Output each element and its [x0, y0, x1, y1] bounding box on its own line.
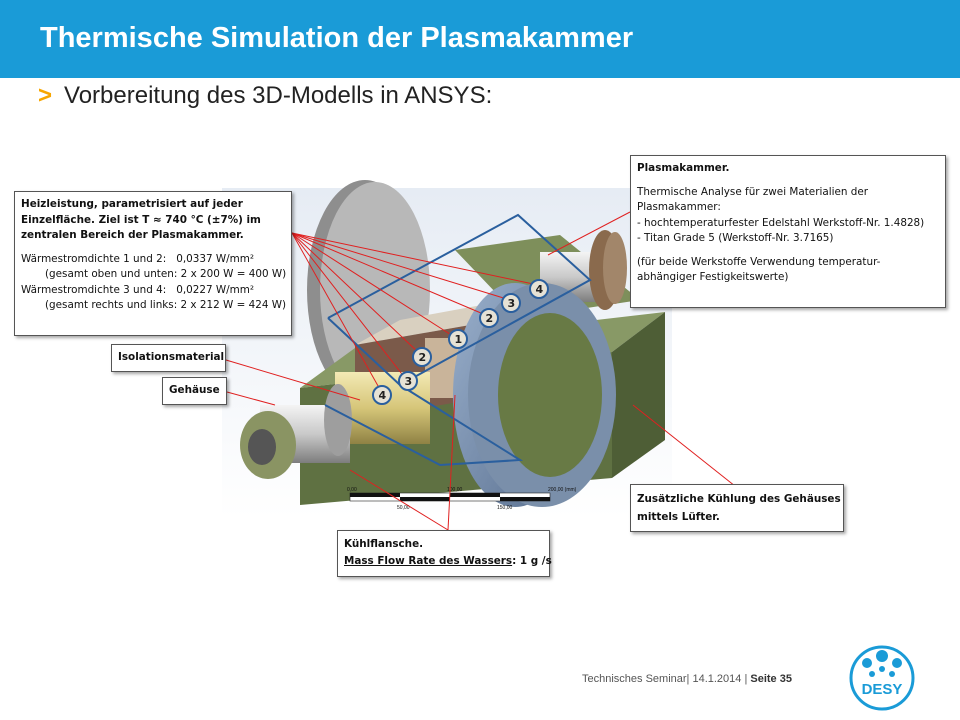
scale-seg-2: [400, 497, 450, 501]
heat-line-1: Heizleistung, parametrisiert auf jeder: [21, 198, 243, 210]
heat-line-2: Einzelfläche. Ziel ist T ≈ 740 °C (±7%) …: [21, 213, 261, 226]
leader-lines: [225, 211, 741, 531]
plasma-line-4: - hochtemperaturfester Edelstahl Werksto…: [637, 216, 925, 229]
plasma-line-1: Plasmakammer.: [637, 162, 730, 174]
marker-4-lower-label: 4: [379, 389, 387, 402]
scale-seg-1: [350, 493, 400, 497]
marker-4-lower: 4: [372, 385, 392, 405]
callout-heat-power: Heizleistung, parametrisiert auf jeder E…: [14, 191, 292, 336]
bullet-text: Vorbereitung des 3D-Modells in ANSYS:: [64, 82, 493, 109]
callout-plasma-chamber: Plasmakammer. Thermische Analyse für zwe…: [630, 155, 946, 308]
heat-line-6-label: Wärmestromdichte 3 und 4:: [21, 283, 167, 296]
insulation-label: Isolationsmaterial: [118, 351, 225, 363]
marker-2-upper-label: 2: [486, 312, 494, 325]
heat-line-6: Wärmestromdichte 3 und 4: 0,0227 W/mm²: [21, 283, 285, 299]
front-ring-window: [498, 313, 602, 477]
marker-3-upper-label: 3: [508, 297, 516, 310]
desy-logo: DESY: [849, 645, 915, 711]
footer: Technisches Seminar| 14.1.2014 | Seite 3…: [582, 673, 792, 685]
heat-line-5: (gesamt oben und unten: 2 x 200 W = 400 …: [45, 268, 287, 280]
flange-line-1: Kühlflansche.: [344, 538, 424, 550]
heat-line-6-value: 0,0227 W/mm²: [176, 283, 255, 296]
header-bar: [0, 0, 960, 78]
plasma-spacer-1: [637, 177, 939, 185]
marker-3-lower: 3: [398, 371, 418, 391]
scale-label-150: 150,00: [497, 505, 513, 511]
marker-4-upper-label: 4: [536, 283, 544, 296]
heat-line-3: zentralen Bereich der Plasmakammer.: [21, 229, 244, 241]
scale-label-100: 100,00: [447, 487, 463, 493]
scale-seg-4: [500, 497, 550, 501]
callout-insulation: Isolationsmaterial: [111, 344, 226, 372]
cooling-line-1: Zusätzliche Kühlung des Gehäuses: [637, 493, 841, 505]
chamber-outline-upper: [327, 213, 592, 387]
chamber-outline-lower: [324, 384, 524, 467]
plasma-line-6: (für beide Werkstoffe Verwendung tempera…: [637, 255, 881, 268]
cooling-line-2: mittels Lüfter.: [637, 511, 720, 523]
plasma-spacer-2: [637, 247, 939, 255]
bullet-marker: >: [38, 82, 53, 109]
left-tube-ring: [324, 384, 352, 456]
marker-4-upper: 4: [529, 279, 549, 299]
scale-seg-3: [450, 493, 500, 497]
callout-cooling-flange: Kühlflansche. Mass Flow Rate des Wassers…: [337, 530, 552, 577]
logo-dots: [862, 650, 902, 677]
left-flange-hole: [248, 429, 276, 465]
marker-1: 1: [448, 329, 468, 349]
footer-text: Technisches Seminar| 14.1.2014 |: [582, 673, 748, 685]
logo-text: DESY: [862, 681, 903, 698]
scale-label-0: 0,00: [347, 487, 357, 493]
flange-line-2: Mass Flow Rate des Wassers: 1 g /s: [344, 553, 552, 570]
housing-label: Gehäuse: [169, 384, 220, 396]
marker-3-upper: 3: [501, 293, 521, 313]
slide-title: Thermische Simulation der Plasmakammer: [40, 22, 634, 54]
marker-2-upper: 2: [479, 308, 499, 328]
marker-3-lower-label: 3: [405, 375, 413, 388]
bullet-item: > Vorbereitung des 3D-Modells in ANSYS:: [38, 82, 492, 110]
callout-extra-cooling: Zusätzliche Kühlung des Gehäuses mittels…: [630, 484, 844, 532]
marker-1-label: 1: [455, 333, 463, 346]
plasma-line-2: Thermische Analyse für zwei Materialien …: [637, 185, 869, 198]
heat-line-4-label: Wärmestromdichte 1 und 2:: [21, 252, 167, 265]
heat-line-7: (gesamt rechts und links: 2 x 212 W = 42…: [45, 299, 287, 311]
callout-housing: Gehäuse: [162, 377, 227, 405]
housing-side: [612, 312, 665, 478]
page-number: Seite 35: [750, 673, 792, 685]
flange-line-2-value: : 1 g /s: [512, 555, 552, 567]
marker-2-lower-label: 2: [419, 351, 427, 364]
plasma-line-7: abhängiger Festigkeitswerte): [637, 271, 789, 283]
flange-line-2-label: Mass Flow Rate des Wassers: [344, 555, 513, 567]
right-flange-outer: [603, 232, 627, 304]
scale-label-50: 50,00: [397, 505, 410, 511]
plasma-line-5: - Titan Grade 5 (Werkstoff-Nr. 3.7165): [637, 232, 834, 244]
plasma-line-3: Plasmakammer:: [637, 201, 721, 213]
heat-spacer: [21, 244, 285, 252]
heat-line-4: Wärmestromdichte 1 und 2: 0,0337 W/mm²: [21, 252, 285, 268]
marker-2-lower: 2: [412, 347, 432, 367]
scale-label-200: 200,00 (mm): [548, 487, 577, 493]
heat-line-4-value: 0,0337 W/mm²: [176, 252, 255, 265]
